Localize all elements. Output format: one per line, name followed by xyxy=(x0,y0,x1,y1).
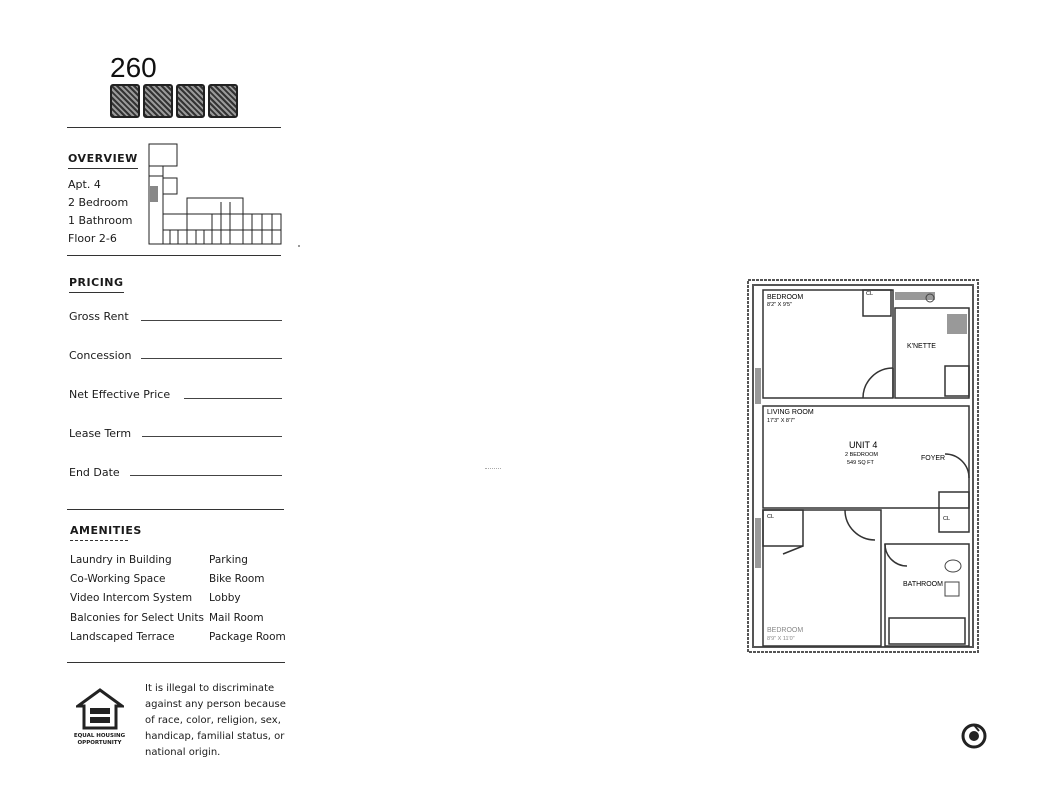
lease-term-field[interactable] xyxy=(142,436,282,437)
amenity-item: Package Room xyxy=(209,631,286,643)
end-date-label: End Date xyxy=(69,466,120,479)
amenity-item: Bike Room xyxy=(209,573,265,585)
end-date-field[interactable] xyxy=(130,475,282,476)
overview-bedrooms: 2 Bedroom xyxy=(68,196,129,209)
eho-line: EQUAL HOUSING xyxy=(73,733,126,739)
amenity-item: Lobby xyxy=(209,592,241,604)
amenity-item: Co-Working Space xyxy=(70,573,166,585)
amenity-item: Parking xyxy=(209,554,248,566)
legal-line: handicap, familial status, or xyxy=(145,731,285,742)
pricing-heading: PRICING xyxy=(69,276,124,293)
net-effective-price-label: Net Effective Price xyxy=(69,388,171,401)
amenities-heading: AMENITIES xyxy=(70,524,142,537)
bedroom2-dims: 8'9" X 11'0" xyxy=(767,636,795,642)
logo-letter: O xyxy=(142,84,173,118)
equal-housing-icon xyxy=(76,688,124,730)
logo-letter: G xyxy=(110,84,140,118)
overview-floor: Floor 2-6 xyxy=(68,232,117,245)
gross-rent-label: Gross Rent xyxy=(69,310,129,323)
legal-line: It is illegal to discriminate xyxy=(145,683,275,694)
closet-label: CL xyxy=(767,514,774,520)
unit-area-label: 549 SQ FT xyxy=(847,460,875,466)
logo-number: 260 xyxy=(110,52,157,83)
overview-bathrooms: 1 Bathroom xyxy=(68,214,133,227)
closet-label: CL xyxy=(866,291,873,297)
eho-line: OPPORTUNITY xyxy=(77,740,122,746)
amenities-heading-underline xyxy=(70,540,128,541)
legal-line: against any person because xyxy=(145,699,286,710)
unit-type-label: 2 BEDROOM xyxy=(845,452,878,458)
concession-label: Concession xyxy=(69,349,132,362)
amenity-item: Mail Room xyxy=(209,612,264,624)
bedroom2-label: BEDROOM xyxy=(767,627,803,634)
living-room-dims: 17'3" X 8'7" xyxy=(767,418,795,424)
bedroom1-label: BEDROOM xyxy=(767,294,803,301)
foyer-label: FOYER xyxy=(921,455,945,462)
gross-rent-field[interactable] xyxy=(141,320,282,321)
divider xyxy=(67,509,284,510)
legal-line: national origin. xyxy=(145,747,221,758)
fair-housing-statement: It is illegal to discriminate against an… xyxy=(145,681,295,761)
overview-heading: OVERVIEW xyxy=(68,152,138,169)
concession-field[interactable] xyxy=(141,358,282,359)
lease-term-label: Lease Term xyxy=(69,427,132,440)
amenity-item: Landscaped Terrace xyxy=(70,631,175,643)
divider xyxy=(67,127,281,128)
kitchenette-label: K'NETTE xyxy=(907,343,936,350)
divider xyxy=(67,255,281,256)
logo-wordmark: G O L D xyxy=(110,84,238,118)
logo-letter: D xyxy=(208,84,238,118)
unit-floor-plan: BEDROOM 8'2" X 9'5" CL K'NETTE LIVING RO… xyxy=(747,279,979,653)
living-room-label: LIVING ROOM xyxy=(767,409,814,416)
equal-housing-text: EQUAL HOUSING OPPORTUNITY xyxy=(62,733,137,747)
amenity-item: Balconies for Select Units xyxy=(70,612,204,624)
amenity-item: Video Intercom System xyxy=(70,592,193,604)
north-arrow-icon xyxy=(961,723,987,749)
scan-speck xyxy=(298,245,300,247)
overview-apt: Apt. 4 xyxy=(68,178,101,191)
legal-line: of race, color, religion, sex, xyxy=(145,715,281,726)
unit-name-label: UNIT 4 xyxy=(849,440,877,450)
logo-letter: L xyxy=(175,84,206,118)
net-effective-price-field[interactable] xyxy=(184,398,282,399)
closet-label: CL xyxy=(943,516,950,522)
bedroom1-dims: 8'2" X 9'5" xyxy=(767,302,792,308)
scan-speck xyxy=(485,468,501,471)
divider xyxy=(67,662,285,663)
amenity-item: Laundry in Building xyxy=(70,554,172,566)
building-keyplan xyxy=(148,143,282,245)
bathroom-label: BATHROOM xyxy=(903,581,943,588)
